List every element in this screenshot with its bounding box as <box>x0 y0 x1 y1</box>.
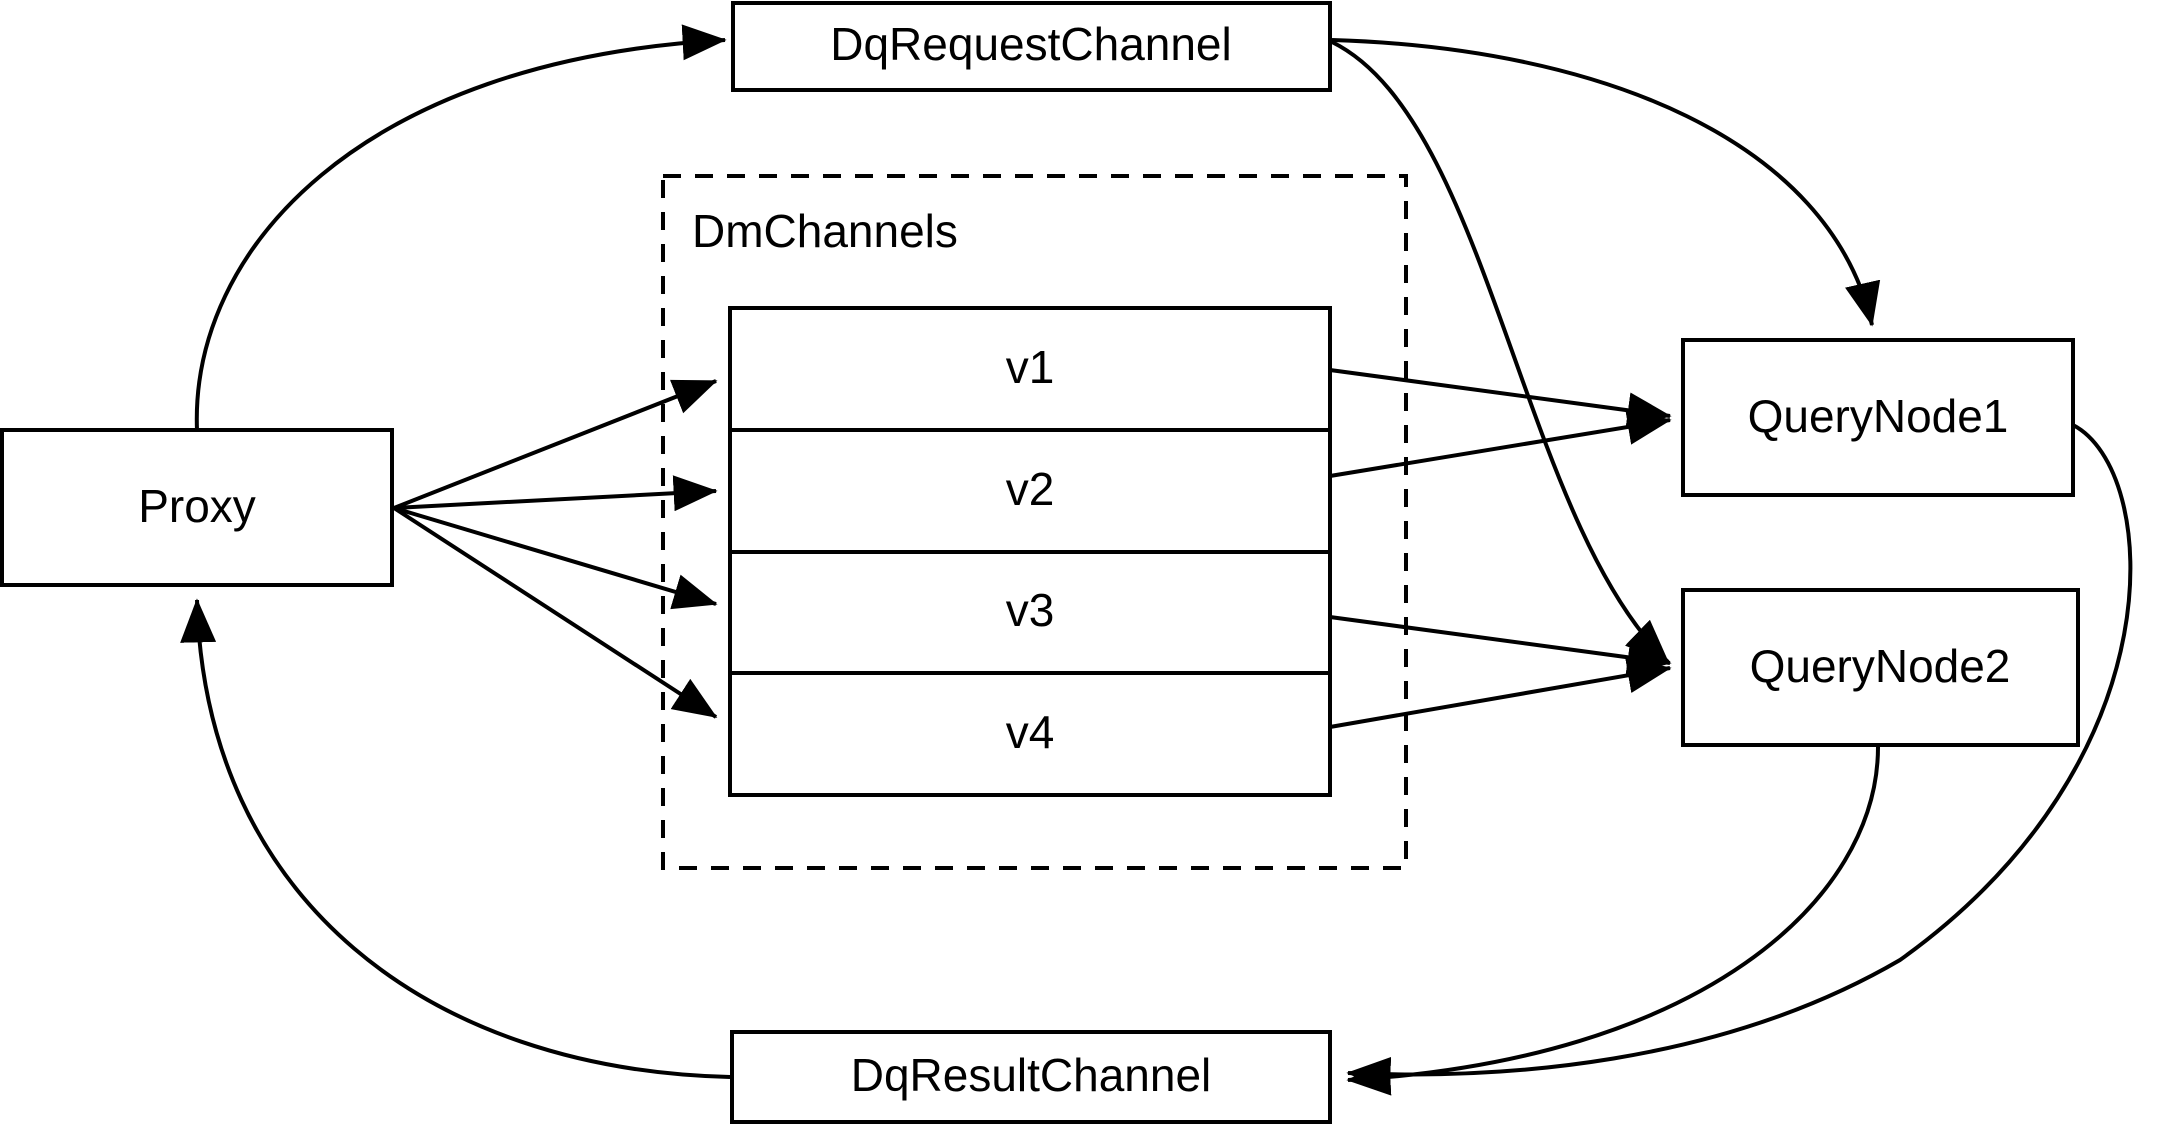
edge-dqresultchannel-to-proxy <box>180 598 731 1079</box>
node-proxy-label: Proxy <box>138 480 256 532</box>
node-query-node-1-label: QueryNode1 <box>1748 390 2009 442</box>
dm-channels-group-label: DmChannels <box>692 205 958 257</box>
dm-channels-group-box <box>661 174 1408 870</box>
edge-proxy-to-v1 <box>393 379 718 510</box>
edge-dqrequestchannel-to-querynode2 <box>1331 40 1670 664</box>
edge-v3-to-querynode2 <box>1329 615 1672 676</box>
node-query-node-1[interactable] <box>1681 338 2075 497</box>
edge-proxy-to-v2 <box>393 475 718 512</box>
channel-row-v2[interactable]: v2 <box>1006 463 1055 515</box>
edge-v1-to-querynode1 <box>1329 368 1672 429</box>
node-query-node-2[interactable] <box>1681 588 2080 747</box>
edge-proxy-to-v4 <box>392 506 718 719</box>
edge-dqrequestchannel-to-querynode1 <box>1331 38 1881 327</box>
channel-row-v3[interactable]: v3 <box>1006 584 1055 636</box>
channel-row-v1[interactable]: v1 <box>1006 341 1055 393</box>
edge-querynode1-to-dqresultchannel <box>1346 423 2133 1093</box>
edge-proxy-to-v3 <box>393 506 718 610</box>
node-dq-result-channel[interactable] <box>730 1030 1332 1124</box>
edge-querynode2-to-dqresultchannel <box>1346 746 1880 1096</box>
edge-v4-to-querynode2 <box>1329 657 1672 729</box>
edge-proxy-to-dqrequestchannel <box>194 24 727 431</box>
edge-v2-to-querynode1 <box>1329 409 1672 478</box>
node-dq-request-channel-label: DqRequestChannel <box>830 18 1232 70</box>
node-query-node-2-label: QueryNode2 <box>1750 640 2011 692</box>
node-proxy[interactable] <box>0 428 394 587</box>
node-dq-result-channel-label: DqResultChannel <box>851 1049 1212 1101</box>
channel-row-v4[interactable]: v4 <box>1006 706 1055 758</box>
node-dq-request-channel[interactable] <box>731 1 1332 92</box>
